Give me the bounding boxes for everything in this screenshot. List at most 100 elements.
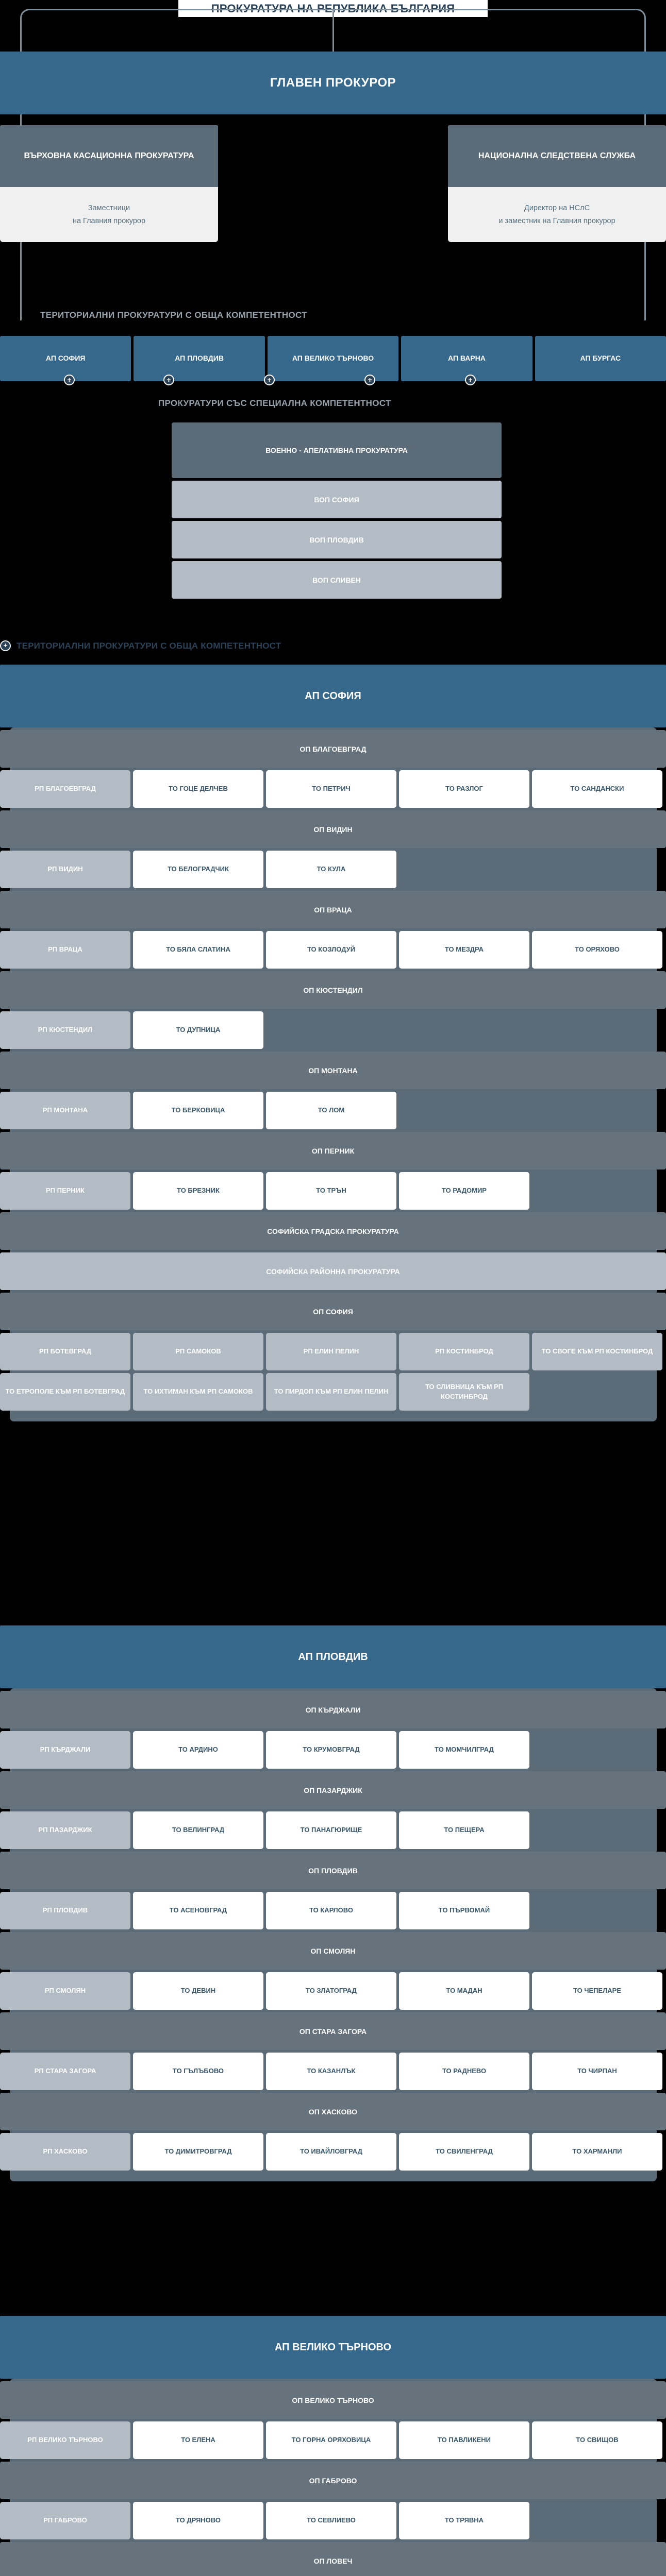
node-to[interactable]: ТО ДРЯНОВО (133, 2502, 263, 2539)
chief-prosecutor-box[interactable]: ГЛАВЕН ПРОКУРОР (0, 52, 666, 114)
deputy-card-1[interactable]: НАЦИОНАЛНА СЛЕДСТВЕНА СЛУЖБА Директор на… (448, 125, 666, 242)
node-to[interactable]: ТО РАЗЛОГ (399, 770, 529, 808)
district-header[interactable]: ОП МОНТАНА (0, 1052, 666, 1089)
appellate-chip-4[interactable]: АП БУРГАС (535, 336, 666, 381)
district-header[interactable]: ОП ВЕЛИКО ТЪРНОВО (0, 2381, 666, 2419)
district-header[interactable]: ОП ХАСКОВО (0, 2093, 666, 2130)
node-to[interactable]: ТО БЕЛОГРАДЧИК (133, 851, 263, 888)
node-rp2[interactable]: ТО ЕТРОПОЛЕ КЪМ РП БОТЕВГРАД (0, 1373, 130, 1411)
district-header[interactable]: ОП ПАЗАРДЖИК (0, 1771, 666, 1809)
appellate-region-title-2[interactable]: АП ВЕЛИКО ТЪРНОВО (0, 2316, 666, 2379)
district-header[interactable]: ОП КЮСТЕНДИЛ (0, 971, 666, 1009)
node-to[interactable]: ТО ОРЯХОВО (532, 931, 662, 969)
node-to[interactable]: ТО БРЕЗНИК (133, 1172, 263, 1210)
node-to[interactable]: ТО СВИЩОВ (532, 2421, 662, 2459)
node-rp[interactable]: РП ПЕРНИК (0, 1172, 130, 1210)
node-rp[interactable]: РП МОНТАНА (0, 1092, 130, 1129)
node-to[interactable]: ТО ПАВЛИКЕНИ (399, 2421, 529, 2459)
node-rp[interactable]: РП КЮСТЕНДИЛ (0, 1011, 130, 1049)
node-to[interactable]: ТО ЧЕПЕЛАРЕ (532, 1972, 662, 2010)
node-rp2[interactable]: РП САМОКОВ (133, 1333, 263, 1370)
node-to[interactable]: ТО КРУМОВГРАД (266, 1731, 396, 1769)
node-to[interactable]: ТО ДИМИТРОВГРАД (133, 2133, 263, 2171)
district-header[interactable]: ОП БЛАГОЕВГРАД (0, 730, 666, 768)
appellate-chip-2[interactable]: АП ВЕЛИКО ТЪРНОВО (267, 336, 399, 381)
node-rp[interactable]: РП ХАСКОВО (0, 2133, 130, 2171)
node-to[interactable]: ТО ТРЪН (266, 1172, 396, 1210)
node-to[interactable]: ТО МАДАН (399, 1972, 529, 2010)
district-header[interactable]: ОП ГАБРОВО (0, 2462, 666, 2499)
node-to[interactable]: ТО МЕЗДРА (399, 931, 529, 969)
appellate-chip-1[interactable]: АП ПЛОВДИВ (134, 336, 265, 381)
node-to[interactable]: ТО ГОЦЕ ДЕЛЧЕВ (133, 770, 263, 808)
node-rp[interactable]: РП ВРАЦА (0, 931, 130, 969)
node-to[interactable]: ТО ПЕТРИЧ (266, 770, 396, 808)
node-to[interactable]: ТО САНДАНСКИ (532, 770, 662, 808)
node-to[interactable]: ТО РАДОМИР (399, 1172, 529, 1210)
node-rp[interactable]: РП КЪРДЖАЛИ (0, 1731, 130, 1769)
node-rp[interactable]: РП ПАЗАРДЖИК (0, 1811, 130, 1849)
expand-plus-icon-3[interactable]: + (364, 375, 375, 385)
district-wide-bar[interactable]: СОФИЙСКА РАЙОННА ПРОКУРАТУРА (0, 1252, 666, 1290)
node-rp2[interactable]: РП КОСТИНБРОД (399, 1333, 529, 1370)
district-wide-bar[interactable]: СОФИЙСКА ГРАДСКА ПРОКУРАТУРА (0, 1212, 666, 1250)
node-to[interactable]: ТО ПЕЩЕРА (399, 1811, 529, 1849)
expand-plus-icon-detail[interactable]: + (0, 640, 11, 651)
district-header[interactable]: ОП ПЛОВДИВ (0, 1852, 666, 1889)
node-to[interactable]: ТО ДУПНИЦА (133, 1011, 263, 1049)
node-to[interactable]: ТО ТРЯВНА (399, 2502, 529, 2539)
node-to[interactable]: ТО АСЕНОВГРАД (133, 1892, 263, 1929)
node-to[interactable]: ТО РАДНЕВО (399, 2053, 529, 2090)
expand-plus-icon-1[interactable]: + (163, 375, 174, 385)
node-to[interactable]: ТО КАЗАНЛЪК (266, 2053, 396, 2090)
district-header[interactable]: ОП ЛОВЕЧ (0, 2542, 666, 2576)
node-to[interactable]: ТО БЕРКОВИЦА (133, 1092, 263, 1129)
expand-plus-icon-2[interactable]: + (264, 375, 275, 385)
node-rp2[interactable]: ТО СВОГЕ КЪМ РП КОСТИНБРОД (532, 1333, 662, 1370)
node-to[interactable]: ТО ДЕВИН (133, 1972, 263, 2010)
appellate-region-title-0[interactable]: АП СОФИЯ (0, 665, 666, 727)
node-rp2[interactable]: РП БОТЕВГРАД (0, 1333, 130, 1370)
node-to[interactable]: ТО КОЗЛОДУЙ (266, 931, 396, 969)
node-to[interactable]: ТО БЯЛА СЛАТИНА (133, 931, 263, 969)
node-to[interactable]: ТО ПАНАГЮРИЩЕ (266, 1811, 396, 1849)
node-rp[interactable]: РП ВЕЛИКО ТЪРНОВО (0, 2421, 130, 2459)
node-rp2[interactable]: ТО ИХТИМАН КЪМ РП САМОКОВ (133, 1373, 263, 1411)
node-to[interactable]: ТО ЛОМ (266, 1092, 396, 1129)
node-rp[interactable]: РП СМОЛЯН (0, 1972, 130, 2010)
node-to[interactable]: ТО КАРЛОВО (266, 1892, 396, 1929)
node-to[interactable]: ТО ЧИРПАН (532, 2053, 662, 2090)
node-rp2[interactable]: РП ЕЛИН ПЕЛИН (266, 1333, 396, 1370)
special-competence-item-3[interactable]: ВОП СЛИВЕН (172, 561, 502, 599)
node-to[interactable]: ТО АРДИНО (133, 1731, 263, 1769)
expand-plus-icon-4[interactable]: + (465, 375, 476, 385)
node-to[interactable]: ТО МОМЧИЛГРАД (399, 1731, 529, 1769)
node-to[interactable]: ТО ВЕЛИНГРАД (133, 1811, 263, 1849)
special-competence-item-2[interactable]: ВОП ПЛОВДИВ (172, 521, 502, 558)
node-to[interactable]: ТО ИВАЙЛОВГРАД (266, 2133, 396, 2171)
node-rp[interactable]: РП ПЛОВДИВ (0, 1892, 130, 1929)
node-rp[interactable]: РП СТАРА ЗАГОРА (0, 2053, 130, 2090)
node-rp[interactable]: РП БЛАГОЕВГРАД (0, 770, 130, 808)
special-competence-item-0[interactable]: ВОЕННО - АПЕЛАТИВНА ПРОКУРАТУРА (172, 422, 502, 478)
node-to[interactable]: ТО ЕЛЕНА (133, 2421, 263, 2459)
node-rp2[interactable]: ТО ПИРДОП КЪМ РП ЕЛИН ПЕЛИН (266, 1373, 396, 1411)
node-to[interactable]: ТО ХАРМАНЛИ (532, 2133, 662, 2171)
district-header[interactable]: ОП ПЕРНИК (0, 1132, 666, 1170)
node-rp[interactable]: РП ГАБРОВО (0, 2502, 130, 2539)
expand-plus-icon-0[interactable]: + (64, 375, 75, 385)
district-header[interactable]: ОП ВИДИН (0, 810, 666, 848)
node-to[interactable]: ТО СЕВЛИЕВО (266, 2502, 396, 2539)
special-competence-item-1[interactable]: ВОП СОФИЯ (172, 481, 502, 518)
node-to[interactable]: ТО ЗЛАТОГРАД (266, 1972, 396, 2010)
appellate-chip-3[interactable]: АП ВАРНА (401, 336, 532, 381)
district-header[interactable]: ОП КЪРДЖАЛИ (0, 1691, 666, 1728)
node-to[interactable]: ТО ГОРНА ОРЯХОВИЦА (266, 2421, 396, 2459)
deputy-card-0[interactable]: ВЪРХОВНА КАСАЦИОННА ПРОКУРАТУРА Заместни… (0, 125, 218, 242)
district-header[interactable]: ОП СМОЛЯН (0, 1932, 666, 1970)
node-to[interactable]: ТО ГЪЛЪБОВО (133, 2053, 263, 2090)
node-to[interactable]: ТО СВИЛЕНГРАД (399, 2133, 529, 2171)
appellate-chip-0[interactable]: АП СОФИЯ (0, 336, 131, 381)
node-rp2[interactable]: ТО СЛИВНИЦА КЪМ РП КОСТИНБРОД (399, 1373, 529, 1411)
node-to[interactable]: ТО ПЪРВОМАЙ (399, 1892, 529, 1929)
